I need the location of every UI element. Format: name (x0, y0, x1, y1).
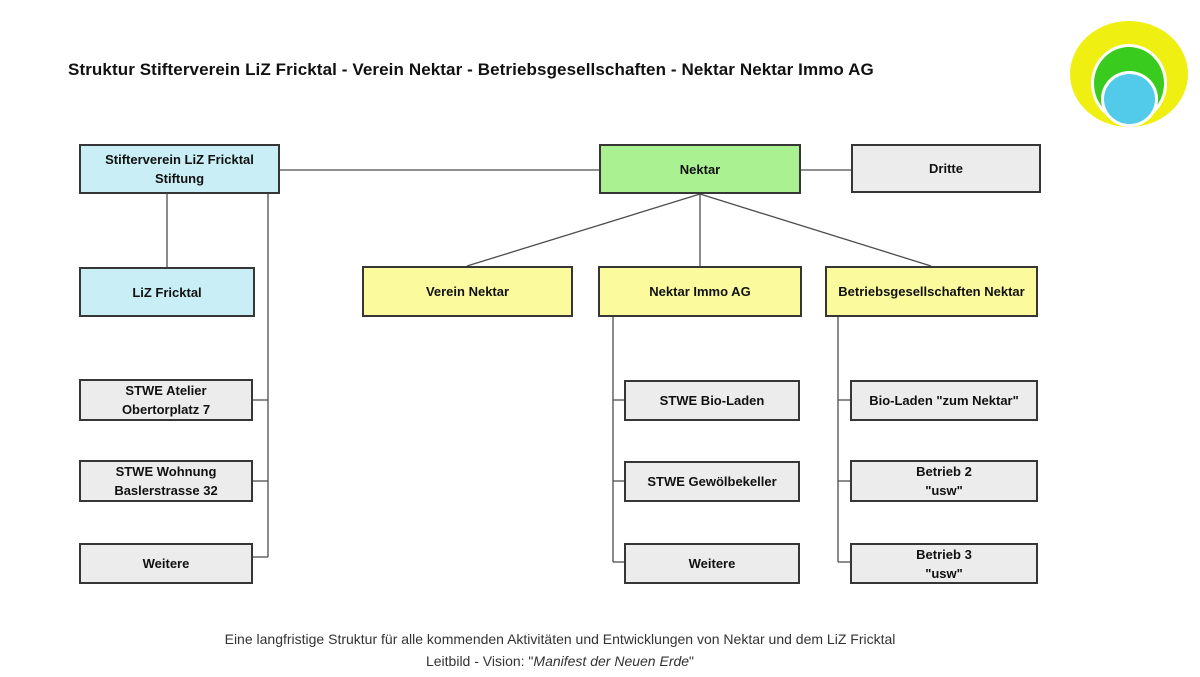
node-label: LiZ Fricktal (132, 284, 202, 300)
footer-line-2: Leitbild - Vision: "Manifest der Neuen E… (0, 650, 1120, 672)
node-label: Weitere (142, 556, 190, 571)
node-label: Stiftung (154, 171, 205, 186)
node-nektar: Nektar (599, 144, 801, 194)
node-weitere-links: Weitere (79, 543, 253, 584)
footer-line-2-vision: Manifest der Neuen Erde (533, 653, 690, 669)
connector-line (466, 193, 701, 267)
node-bio-laden-zum-nektar: Bio-Laden "zum Nektar" (850, 380, 1038, 421)
node-stwe-wohnung-baslerstrasse: STWE Wohnung Baslerstrasse 32 (79, 460, 253, 502)
node-weitere-mitte: Weitere (624, 543, 800, 584)
node-nektar-immo-ag: Nektar Immo AG (598, 266, 802, 317)
node-stwe-atelier-obertorplatz: STWE Atelier Obertorplatz 7 (79, 379, 253, 421)
node-label: Dritte (929, 161, 963, 176)
node-verein-nektar: Verein Nektar (362, 266, 573, 317)
logo-inner-circle (1101, 71, 1158, 127)
node-label: Betriebsgesellschaften Nektar (838, 284, 1025, 299)
node-label: STWE Gewölbekeller (647, 474, 777, 489)
footer-caption: Eine langfristige Struktur für alle komm… (0, 628, 1120, 672)
node-label: Obertorplatz 7 (121, 402, 211, 417)
node-label: Nektar (679, 161, 721, 177)
node-label: Baslerstrasse 32 (114, 483, 218, 498)
node-label: Betrieb 3 (916, 546, 972, 562)
node-label: Verein Nektar (425, 284, 510, 299)
node-label: STWE Bio-Laden (659, 393, 765, 408)
node-label: Stifterverein LiZ Fricktal (105, 152, 254, 167)
node-liz-fricktal: LiZ Fricktal (79, 267, 255, 317)
nektar-logo-icon (1070, 21, 1188, 127)
node-stifterverein-liz-fricktal-stiftung: Stifterverein LiZ Fricktal Stiftung (79, 144, 280, 194)
node-dritte: Dritte (851, 144, 1041, 193)
node-label: Weitere (688, 556, 736, 571)
node-betrieb-3: Betrieb 3 "usw" (850, 543, 1038, 584)
node-betrieb-2: Betrieb 2 "usw" (850, 460, 1038, 502)
node-stwe-gewoelbekeller: STWE Gewölbekeller (624, 461, 800, 502)
node-stwe-bio-laden: STWE Bio-Laden (624, 380, 800, 421)
node-label: Betrieb 2 (916, 464, 972, 479)
node-label: "usw" (925, 565, 963, 581)
node-label: Bio-Laden "zum Nektar" (869, 393, 1019, 408)
connector-line (699, 193, 932, 267)
node-label: "usw" (925, 483, 963, 498)
node-label: Nektar Immo AG (649, 284, 751, 299)
footer-line-2-suffix: " (689, 653, 695, 669)
page-title: Struktur Stifterverein LiZ Fricktal - Ve… (68, 60, 874, 79)
node-label: STWE Wohnung (115, 464, 217, 479)
footer-line-1: Eine langfristige Struktur für alle komm… (224, 631, 896, 647)
footer-line-2-prefix: Leitbild - Vision: " (425, 653, 534, 669)
node-betriebsgesellschaften-nektar: Betriebsgesellschaften Nektar (825, 266, 1038, 317)
node-label: STWE Atelier (125, 383, 207, 398)
